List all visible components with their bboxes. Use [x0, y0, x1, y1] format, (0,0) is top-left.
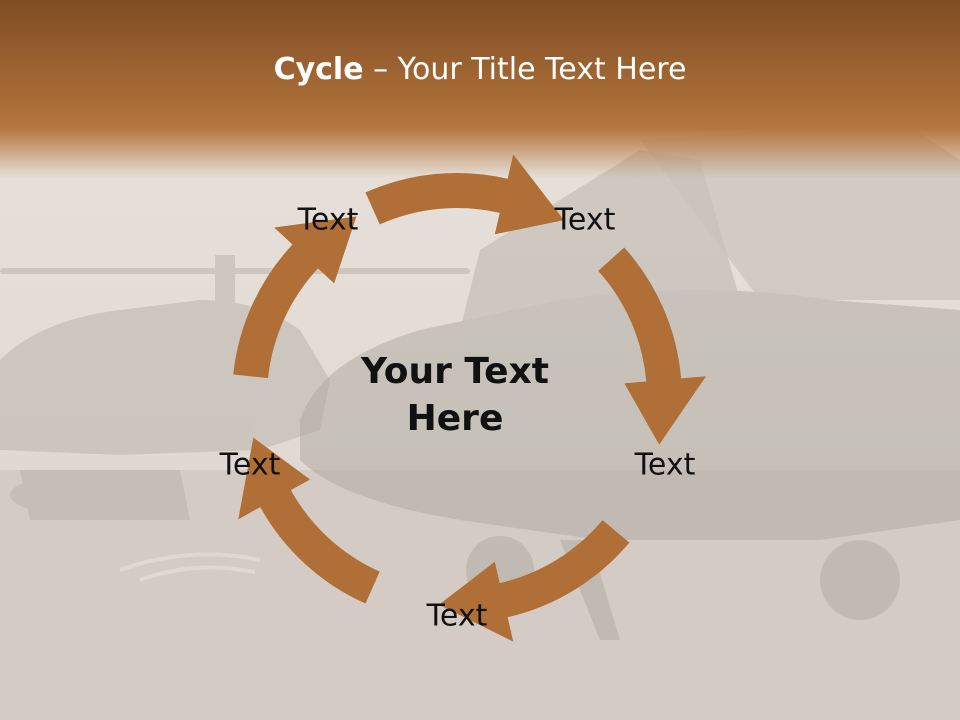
slide-title: Cycle – Your Title Text Here: [0, 52, 960, 87]
cycle-arrow-5: [233, 216, 357, 379]
cycle-node-label-4: Text: [426, 598, 488, 634]
title-rest: – Your Title Text Here: [363, 52, 687, 87]
center-text: Your Text Here: [360, 351, 550, 439]
cycle-node-label-5: Text: [219, 447, 281, 483]
cycle-arrow-4: [238, 437, 380, 604]
cycle-node-label-3: Text: [634, 447, 696, 483]
cycle-node-label-2: Text: [554, 202, 616, 238]
cycle-arrow-2: [598, 247, 707, 445]
cycle-node-label-1: Text: [297, 202, 359, 238]
cycle-arrow-3: [438, 520, 630, 642]
cycle-arrow-1: [365, 154, 564, 235]
title-bold: Cycle: [273, 52, 364, 87]
